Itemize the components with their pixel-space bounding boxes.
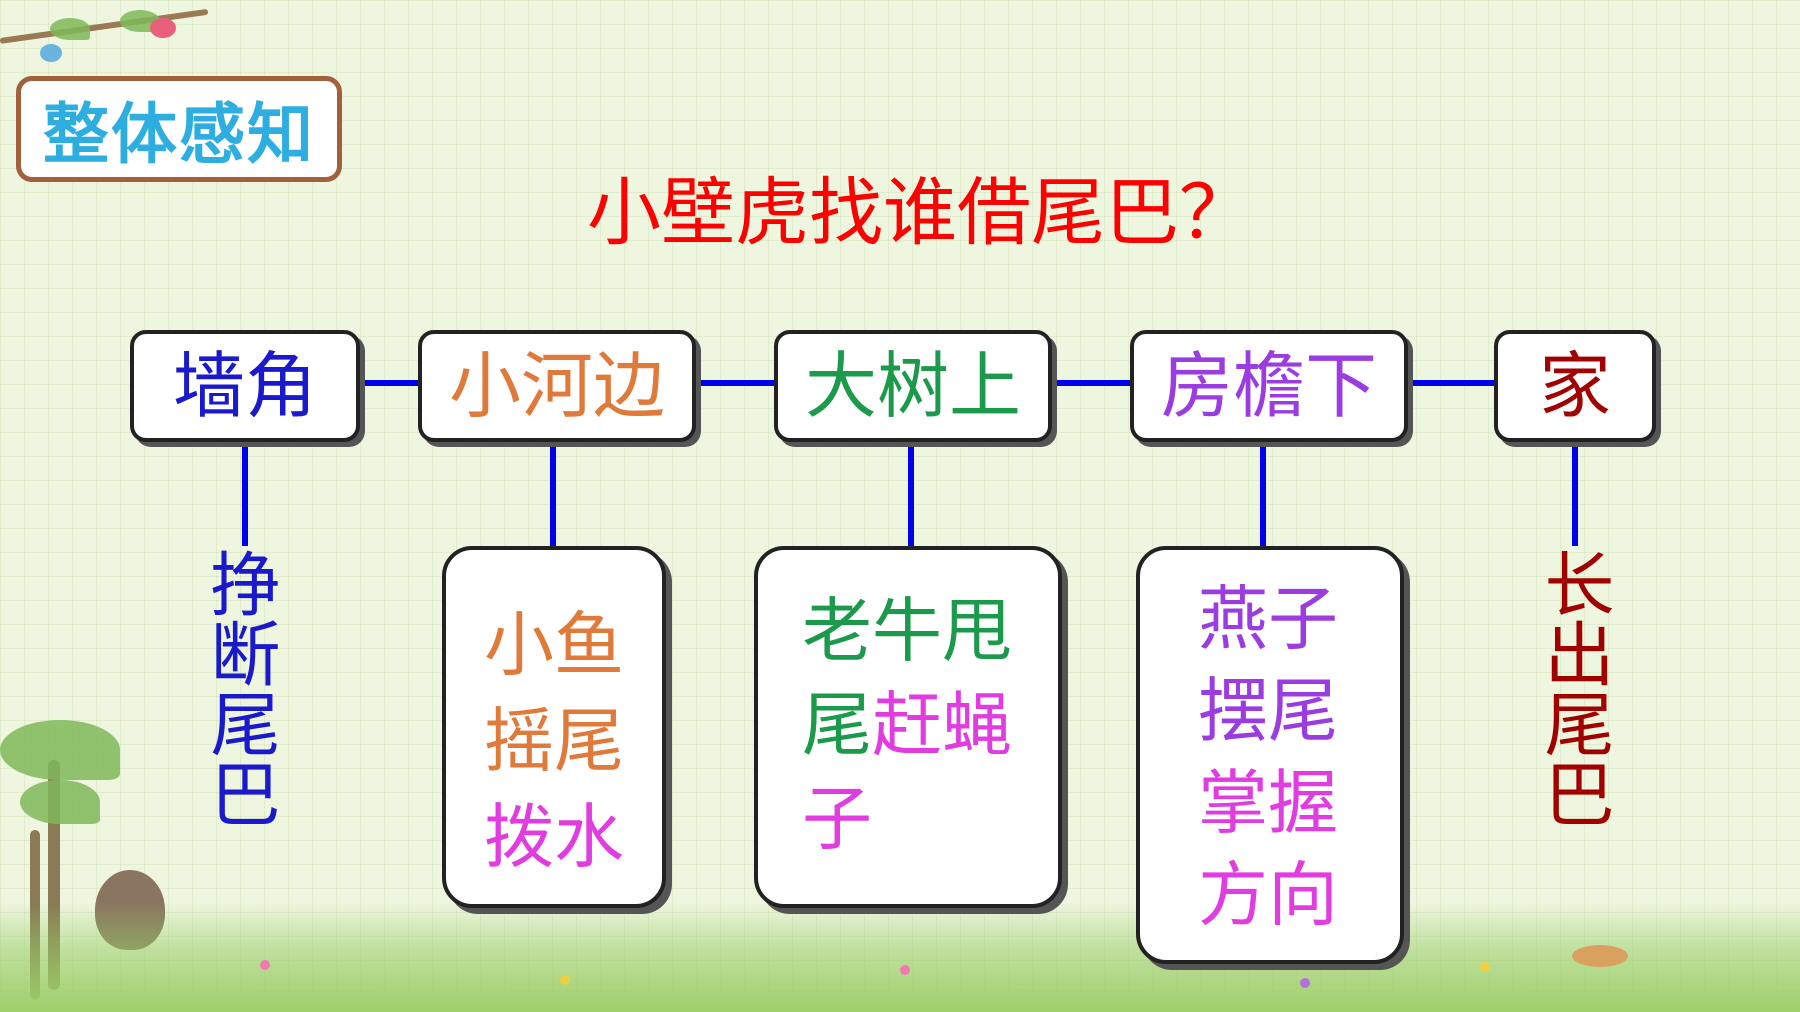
corner-result-text: 挣断尾巴 — [199, 548, 281, 828]
palm-leaves — [0, 720, 120, 780]
location-box-eaves: 房檐下 — [1130, 330, 1408, 442]
river-line: 摇尾 — [484, 700, 624, 782]
connector-line — [550, 446, 556, 546]
home-result-text: 长出尾巴 — [1533, 548, 1615, 828]
flower-icon — [560, 975, 570, 985]
grass-decoration — [0, 902, 1800, 1012]
flower-icon — [1300, 978, 1310, 988]
location-box-tree: 大树上 — [774, 330, 1052, 442]
eaves-line: 燕子 — [1198, 578, 1338, 660]
connector-line — [1572, 446, 1578, 546]
tree-line-part: 赶蝇 — [872, 684, 1012, 766]
gecko-icon — [1572, 945, 1628, 967]
connector-line — [360, 380, 420, 386]
branch-decoration — [0, 8, 209, 44]
location-box-river: 小河边 — [418, 330, 696, 442]
leaf-decoration — [50, 18, 90, 40]
section-badge: 整体感知 — [16, 76, 342, 182]
bird-icon — [150, 18, 176, 38]
location-box-corner: 墙角 — [130, 330, 360, 442]
tree-detail-panel: 老牛甩 尾赶蝇 子 — [754, 546, 1062, 908]
bird-icon — [40, 44, 62, 62]
tree-line-part: 尾 — [802, 684, 872, 766]
connector-line — [1408, 380, 1494, 386]
tree-line: 尾赶蝇 — [802, 690, 1102, 760]
page-title: 小壁虎找谁借尾巴？ — [587, 170, 1253, 256]
connector-line — [242, 446, 248, 546]
tree-line-part: 老牛甩 — [802, 590, 1012, 672]
river-line: 拨水 — [484, 796, 624, 878]
tree-line-part: 子 — [802, 778, 872, 860]
eaves-line: 摆尾 — [1198, 670, 1338, 752]
location-box-home: 家 — [1494, 330, 1656, 442]
connector-line — [696, 380, 776, 386]
connector-line — [1260, 446, 1266, 546]
connector-line — [908, 446, 914, 546]
connector-line — [1052, 380, 1132, 386]
river-detail-panel: 小鱼 摇尾 拨水 — [442, 546, 666, 908]
eaves-line: 掌握 — [1198, 762, 1338, 844]
flower-icon — [1480, 962, 1490, 972]
flower-icon — [900, 965, 910, 975]
eaves-detail-panel: 燕子 摆尾 掌握 方向 — [1136, 546, 1404, 964]
eaves-line: 方向 — [1198, 854, 1338, 936]
flower-icon — [260, 960, 270, 970]
tree-line: 子 — [802, 784, 1102, 854]
river-line: 小鱼 — [484, 604, 624, 686]
palm-leaves — [20, 780, 100, 824]
tree-line: 老牛甩 — [802, 596, 1102, 666]
